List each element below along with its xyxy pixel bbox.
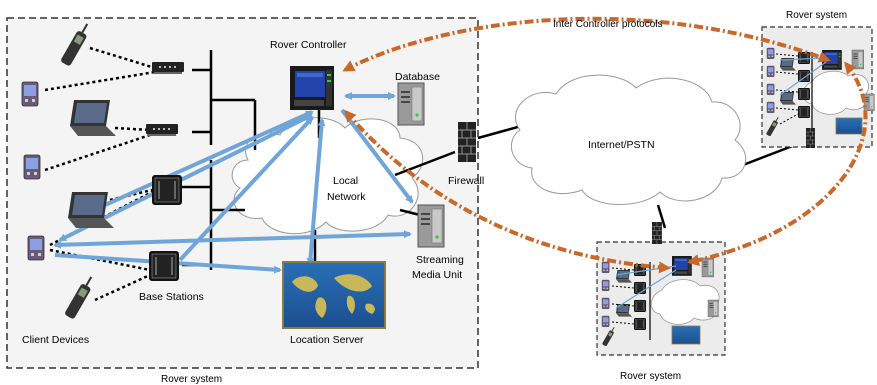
rover-controller-icon bbox=[290, 66, 334, 110]
inter-controller-label: Inter Controller protocols bbox=[553, 19, 663, 30]
streaming-label-2: Media Unit bbox=[412, 269, 462, 281]
pda-icon bbox=[27, 235, 45, 261]
firewall-label: Firewall bbox=[448, 175, 484, 187]
base-station-icon bbox=[151, 174, 183, 206]
local-network-label: Local bbox=[333, 175, 358, 187]
database-server-icon bbox=[397, 82, 425, 126]
bottom-rover-system-label: Rover system bbox=[620, 371, 681, 382]
modem-icon bbox=[146, 124, 178, 136]
world-map-icon bbox=[282, 261, 386, 329]
base-station-icon bbox=[148, 250, 180, 282]
right-rover-system-label: Rover system bbox=[786, 10, 847, 21]
pda-icon bbox=[21, 81, 39, 107]
streaming-server-icon bbox=[417, 204, 445, 248]
bottom-system-contents bbox=[601, 221, 720, 347]
streaming-label: Streaming bbox=[416, 254, 464, 266]
inter-controller-protocol-arcs bbox=[342, 16, 868, 274]
internet-label: Internet/PSTN bbox=[588, 139, 655, 151]
firewall-icon bbox=[457, 121, 477, 163]
modem-icon bbox=[152, 62, 184, 74]
pda-icon bbox=[23, 154, 41, 180]
client-devices-label: Client Devices bbox=[22, 334, 89, 346]
database-label: Database bbox=[395, 71, 440, 83]
base-stations-label: Base Stations bbox=[139, 291, 204, 303]
location-server-label: Location Server bbox=[290, 334, 364, 346]
local-network-label-2: Network bbox=[327, 191, 366, 203]
rover-controller-label: Rover Controller bbox=[270, 39, 347, 51]
main-rover-system-label: Rover system bbox=[161, 374, 222, 385]
